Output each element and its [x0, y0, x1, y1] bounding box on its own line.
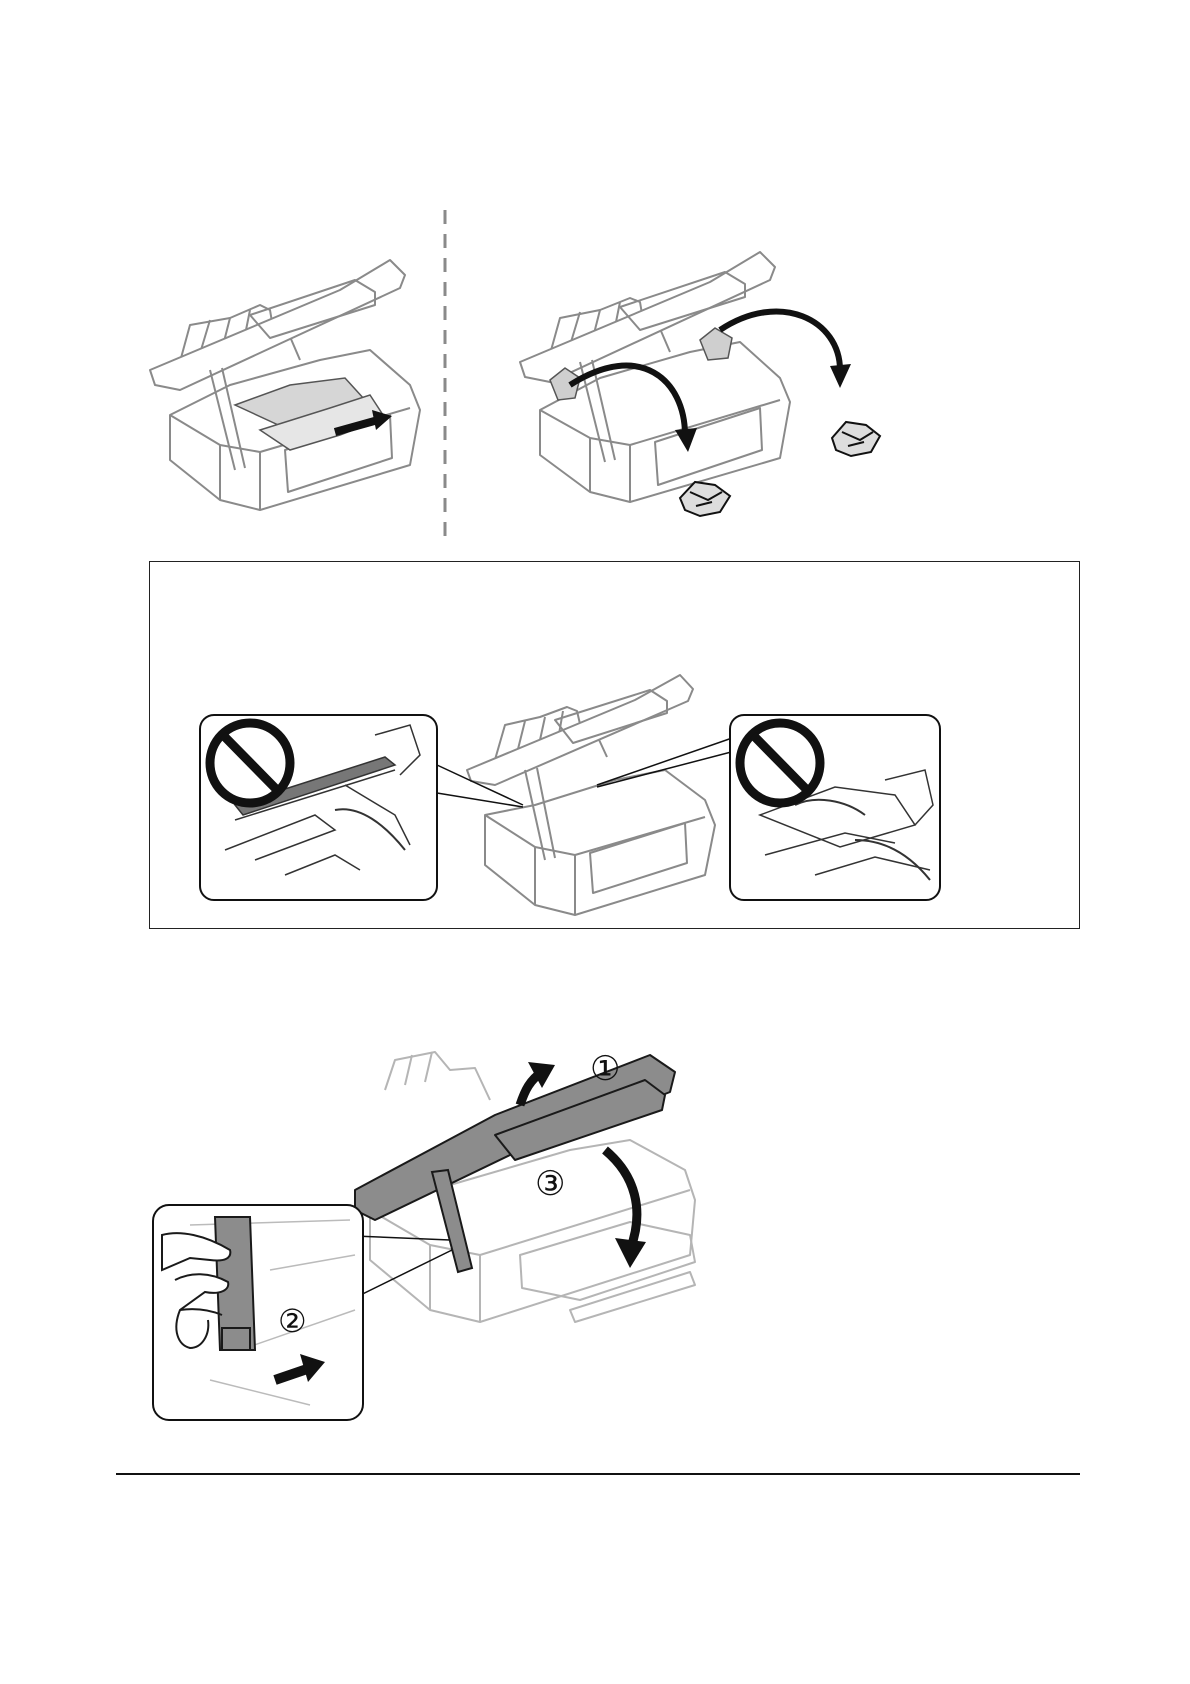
step2-marker: ② [278, 1302, 307, 1340]
prohibited-icon-right [740, 723, 820, 803]
do-not-touch-illustration [195, 665, 955, 915]
footer-rule [116, 1473, 1080, 1475]
zoom-panel-left [200, 715, 437, 900]
prohibited-icon-left [210, 723, 290, 803]
close-scanner-illustration: ① ③ ② [150, 1010, 710, 1430]
zoom-panel-right [730, 715, 940, 900]
step3-marker: ③ [535, 1164, 565, 1204]
step1-marker: ① [590, 1049, 620, 1089]
jam-removal-illustration [140, 220, 940, 540]
printer-center [467, 675, 715, 915]
printer-left [150, 260, 420, 510]
leader-line-left-2 [437, 793, 523, 807]
zoom-panel-lock: ② [153, 1205, 363, 1420]
